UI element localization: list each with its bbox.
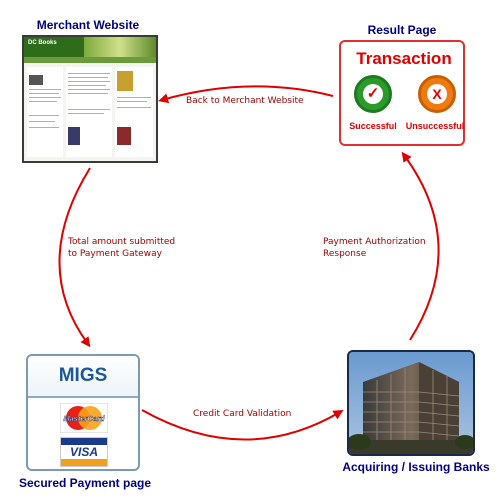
merchant-website-title: Merchant Website bbox=[36, 18, 140, 32]
success-check-icon: ✓ bbox=[354, 75, 392, 113]
migs-payment-panel: MIGS MasterCard VISA bbox=[26, 354, 140, 471]
visa-logo-icon: VISA bbox=[60, 437, 108, 467]
flow-label-credit-card-validation: Credit Card Validation bbox=[193, 409, 292, 419]
flow-label-total-amount: Total amount submitted to Payment Gatewa… bbox=[68, 237, 176, 259]
bank-building-photo bbox=[347, 350, 475, 456]
merchant-website-thumbnail: DC Books bbox=[22, 35, 158, 163]
result-page-title: Result Page bbox=[367, 23, 437, 37]
result-page-panel: Transaction ✓ X Successful Unsuccessful bbox=[339, 40, 465, 146]
mastercard-logo-icon: MasterCard bbox=[60, 403, 108, 433]
arrow-back-to-merchant bbox=[158, 85, 334, 104]
arrow-payment-to-bank bbox=[141, 409, 344, 441]
flow-label-payment-authorization: Payment Authorization Response bbox=[323, 237, 426, 259]
unsuccessful-label: Unsuccessful bbox=[405, 121, 465, 131]
banks-title: Acquiring / Issuing Banks bbox=[342, 460, 490, 474]
arrow-merchant-to-payment bbox=[58, 167, 91, 348]
secured-payment-title: Secured Payment page bbox=[18, 476, 152, 490]
visa-text: VISA bbox=[69, 445, 98, 459]
flow-label-back-to-merchant: Back to Merchant Website bbox=[186, 96, 304, 106]
arrow-bank-to-result bbox=[401, 151, 440, 341]
failure-x-icon: X bbox=[418, 75, 456, 113]
successful-label: Successful bbox=[349, 121, 397, 131]
mastercard-text: MasterCard bbox=[63, 414, 105, 423]
migs-header: MIGS bbox=[28, 356, 138, 398]
transaction-heading: Transaction bbox=[356, 49, 452, 68]
